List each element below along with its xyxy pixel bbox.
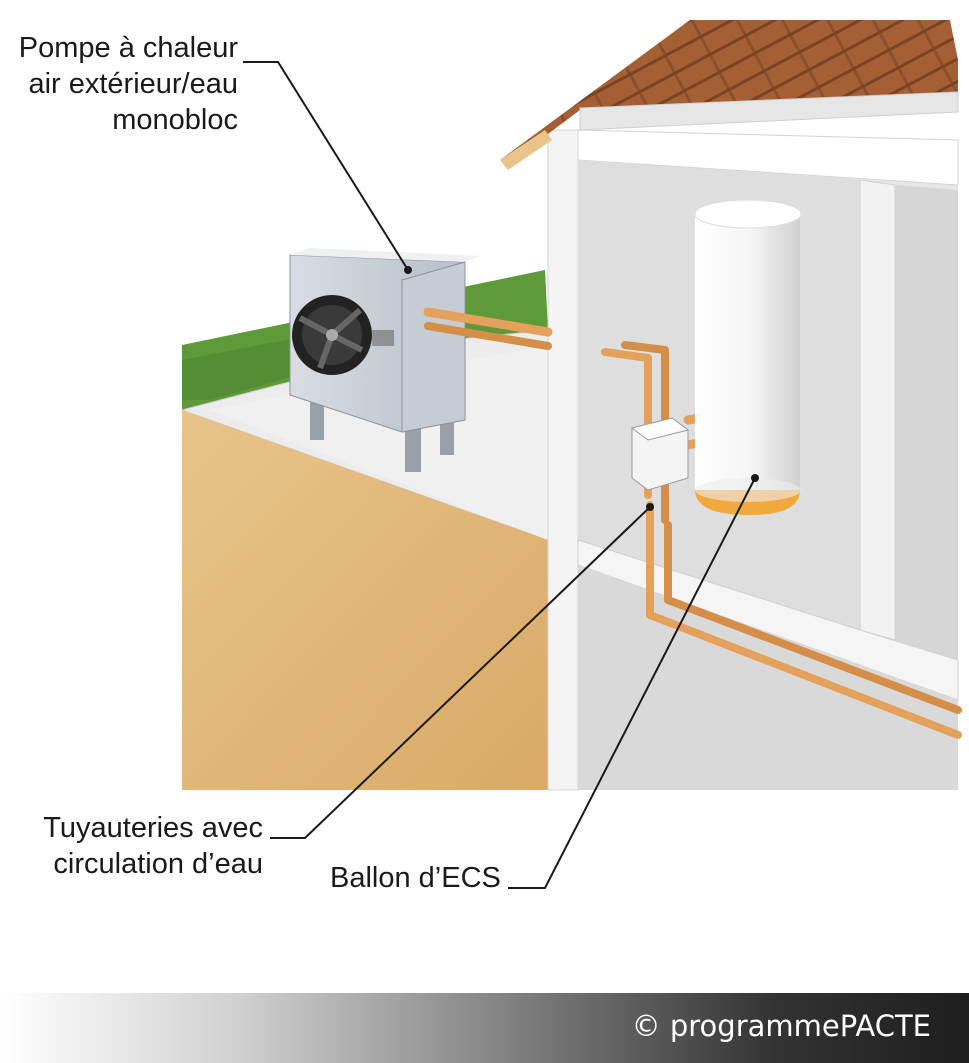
- leader-dot-pipes: [646, 503, 654, 511]
- label-tank: Ballon d’ECS: [330, 860, 501, 896]
- label-heat-pump-line-2: air extérieur/eau: [28, 68, 238, 100]
- soil-section: [182, 410, 548, 790]
- copyright-text: © programmePACTE: [631, 1009, 931, 1043]
- leader-tank: [508, 477, 756, 889]
- leader-heat-pump: [243, 61, 409, 271]
- label-pipes-line-2: circulation d’eau: [53, 848, 263, 880]
- junction-box: [630, 417, 690, 491]
- leader-lines: [243, 61, 759, 889]
- label-heat-pump-line-3: monobloc: [112, 104, 238, 136]
- leader-pipes: [270, 506, 651, 839]
- label-tank-text: Ballon d’ECS: [330, 862, 501, 894]
- leader-dot-tank: [751, 474, 759, 482]
- roof: [500, 20, 959, 170]
- label-pipes-line-1: Tuyauteries avec: [43, 812, 263, 844]
- footer-bar: © programmePACTE: [0, 993, 969, 1063]
- leader-dot-heat-pump: [404, 266, 412, 274]
- label-heat-pump-line-1: Pompe à chaleur: [18, 32, 238, 64]
- label-pipes: Tuyauteries avec circulation d’eau: [43, 810, 263, 882]
- label-heat-pump: Pompe à chaleur air extérieur/eau monobl…: [19, 30, 238, 138]
- heat-pump-unit: [289, 248, 480, 472]
- hot-water-tank: [694, 199, 802, 515]
